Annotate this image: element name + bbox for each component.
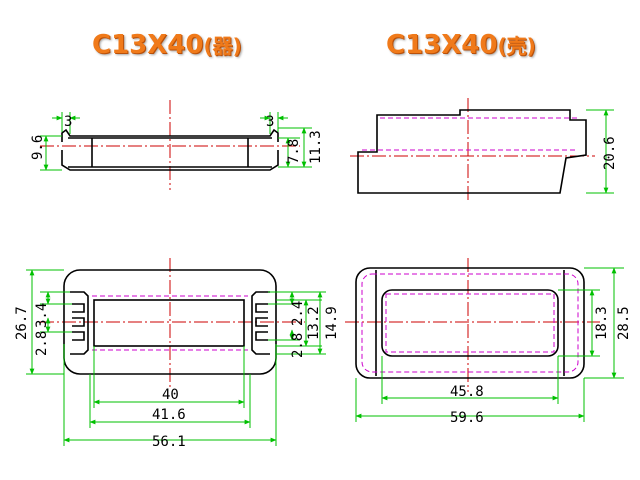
shell-front-outline [355,267,585,379]
title-left-part: (器) [203,34,242,58]
shell-hidden-lines [362,117,580,151]
dim-inner-height: 18.3 [594,306,610,340]
dim-shell-height: 20.6 [602,136,618,170]
title-right-part: (壳) [497,34,536,58]
dim-window-width: 40 [162,387,179,403]
dim-slot-left: 3.4 [34,303,50,328]
view-shell-side: 20.6 [350,98,618,200]
dim-overall-height: 26.7 [14,306,30,340]
dim-overall-width: 56.1 [152,434,186,450]
dim-inner-height: 7.8 [286,139,302,164]
shell-front-hidden [361,273,579,373]
view-shell-front: 18.3 28.5 45.8 59.6 [345,258,632,426]
dim-slot-span: 13.2 [306,306,322,340]
dim-outer-width: 59.6 [450,410,484,426]
title-left: C13X40(器) [92,30,242,60]
dim-step-left: 3 [64,114,72,130]
insert-front-hidden [92,295,248,351]
title-left-model: C13X40 [92,30,204,60]
dim-outer-height: 11.3 [308,130,324,164]
dim-height-left: 9.6 [30,135,46,160]
view-insert-side: 3 3 9.6 7.8 11.3 [30,100,324,190]
dim-frame-width: 41.6 [152,407,186,423]
dim-slot-pitch-right: 2.8 [290,333,306,358]
title-right-model: C13X40 [386,30,498,60]
dim-slot-pitch-left: 2.8 [34,331,50,356]
insert-outline [61,128,279,171]
dim-slot-right: 2.4 [290,301,306,326]
dim-outer-height: 28.5 [616,306,632,340]
title-right: C13X40(壳) [386,30,536,60]
dim-inner-width: 45.8 [450,384,484,400]
dim-step-right: 3 [266,114,274,130]
insert-front-outline [63,269,277,375]
shell-outline [357,109,587,194]
dim-body-height: 14.9 [324,306,340,340]
view-insert-front: 26.7 3.4 2.8 2.4 2.8 13.2 14.9 40 41.6 5… [14,258,340,450]
